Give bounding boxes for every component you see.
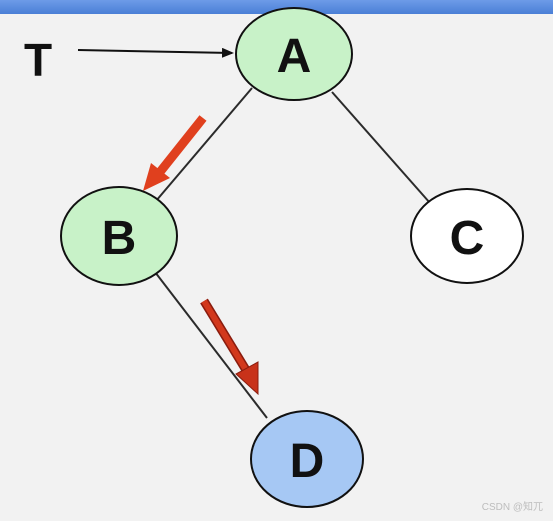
node-d-label: D: [290, 435, 325, 488]
node-d: D: [250, 410, 364, 508]
node-c: C: [410, 188, 524, 284]
node-a: A: [235, 7, 353, 101]
traversal-arrow-b-d: [200, 298, 259, 396]
pointer-arrow: [77, 47, 234, 58]
watermark-text: CSDN @知兀: [481, 502, 543, 513]
node-b: B: [60, 186, 178, 286]
node-a-label: A: [277, 30, 312, 83]
node-b-label: B: [102, 212, 137, 265]
node-a-circle: [235, 7, 353, 101]
edge-a-b: [149, 87, 253, 209]
edge-b-d: [154, 271, 268, 419]
node-c-circle: [410, 188, 524, 284]
edge-a-c: [331, 91, 431, 204]
pointer-label: T: [24, 34, 52, 86]
node-d-circle: [250, 410, 364, 508]
node-c-label: C: [450, 212, 485, 265]
node-b-circle: [60, 186, 178, 286]
window-top-bar: [0, 0, 553, 14]
traversal-arrow-a-b: [143, 115, 207, 191]
